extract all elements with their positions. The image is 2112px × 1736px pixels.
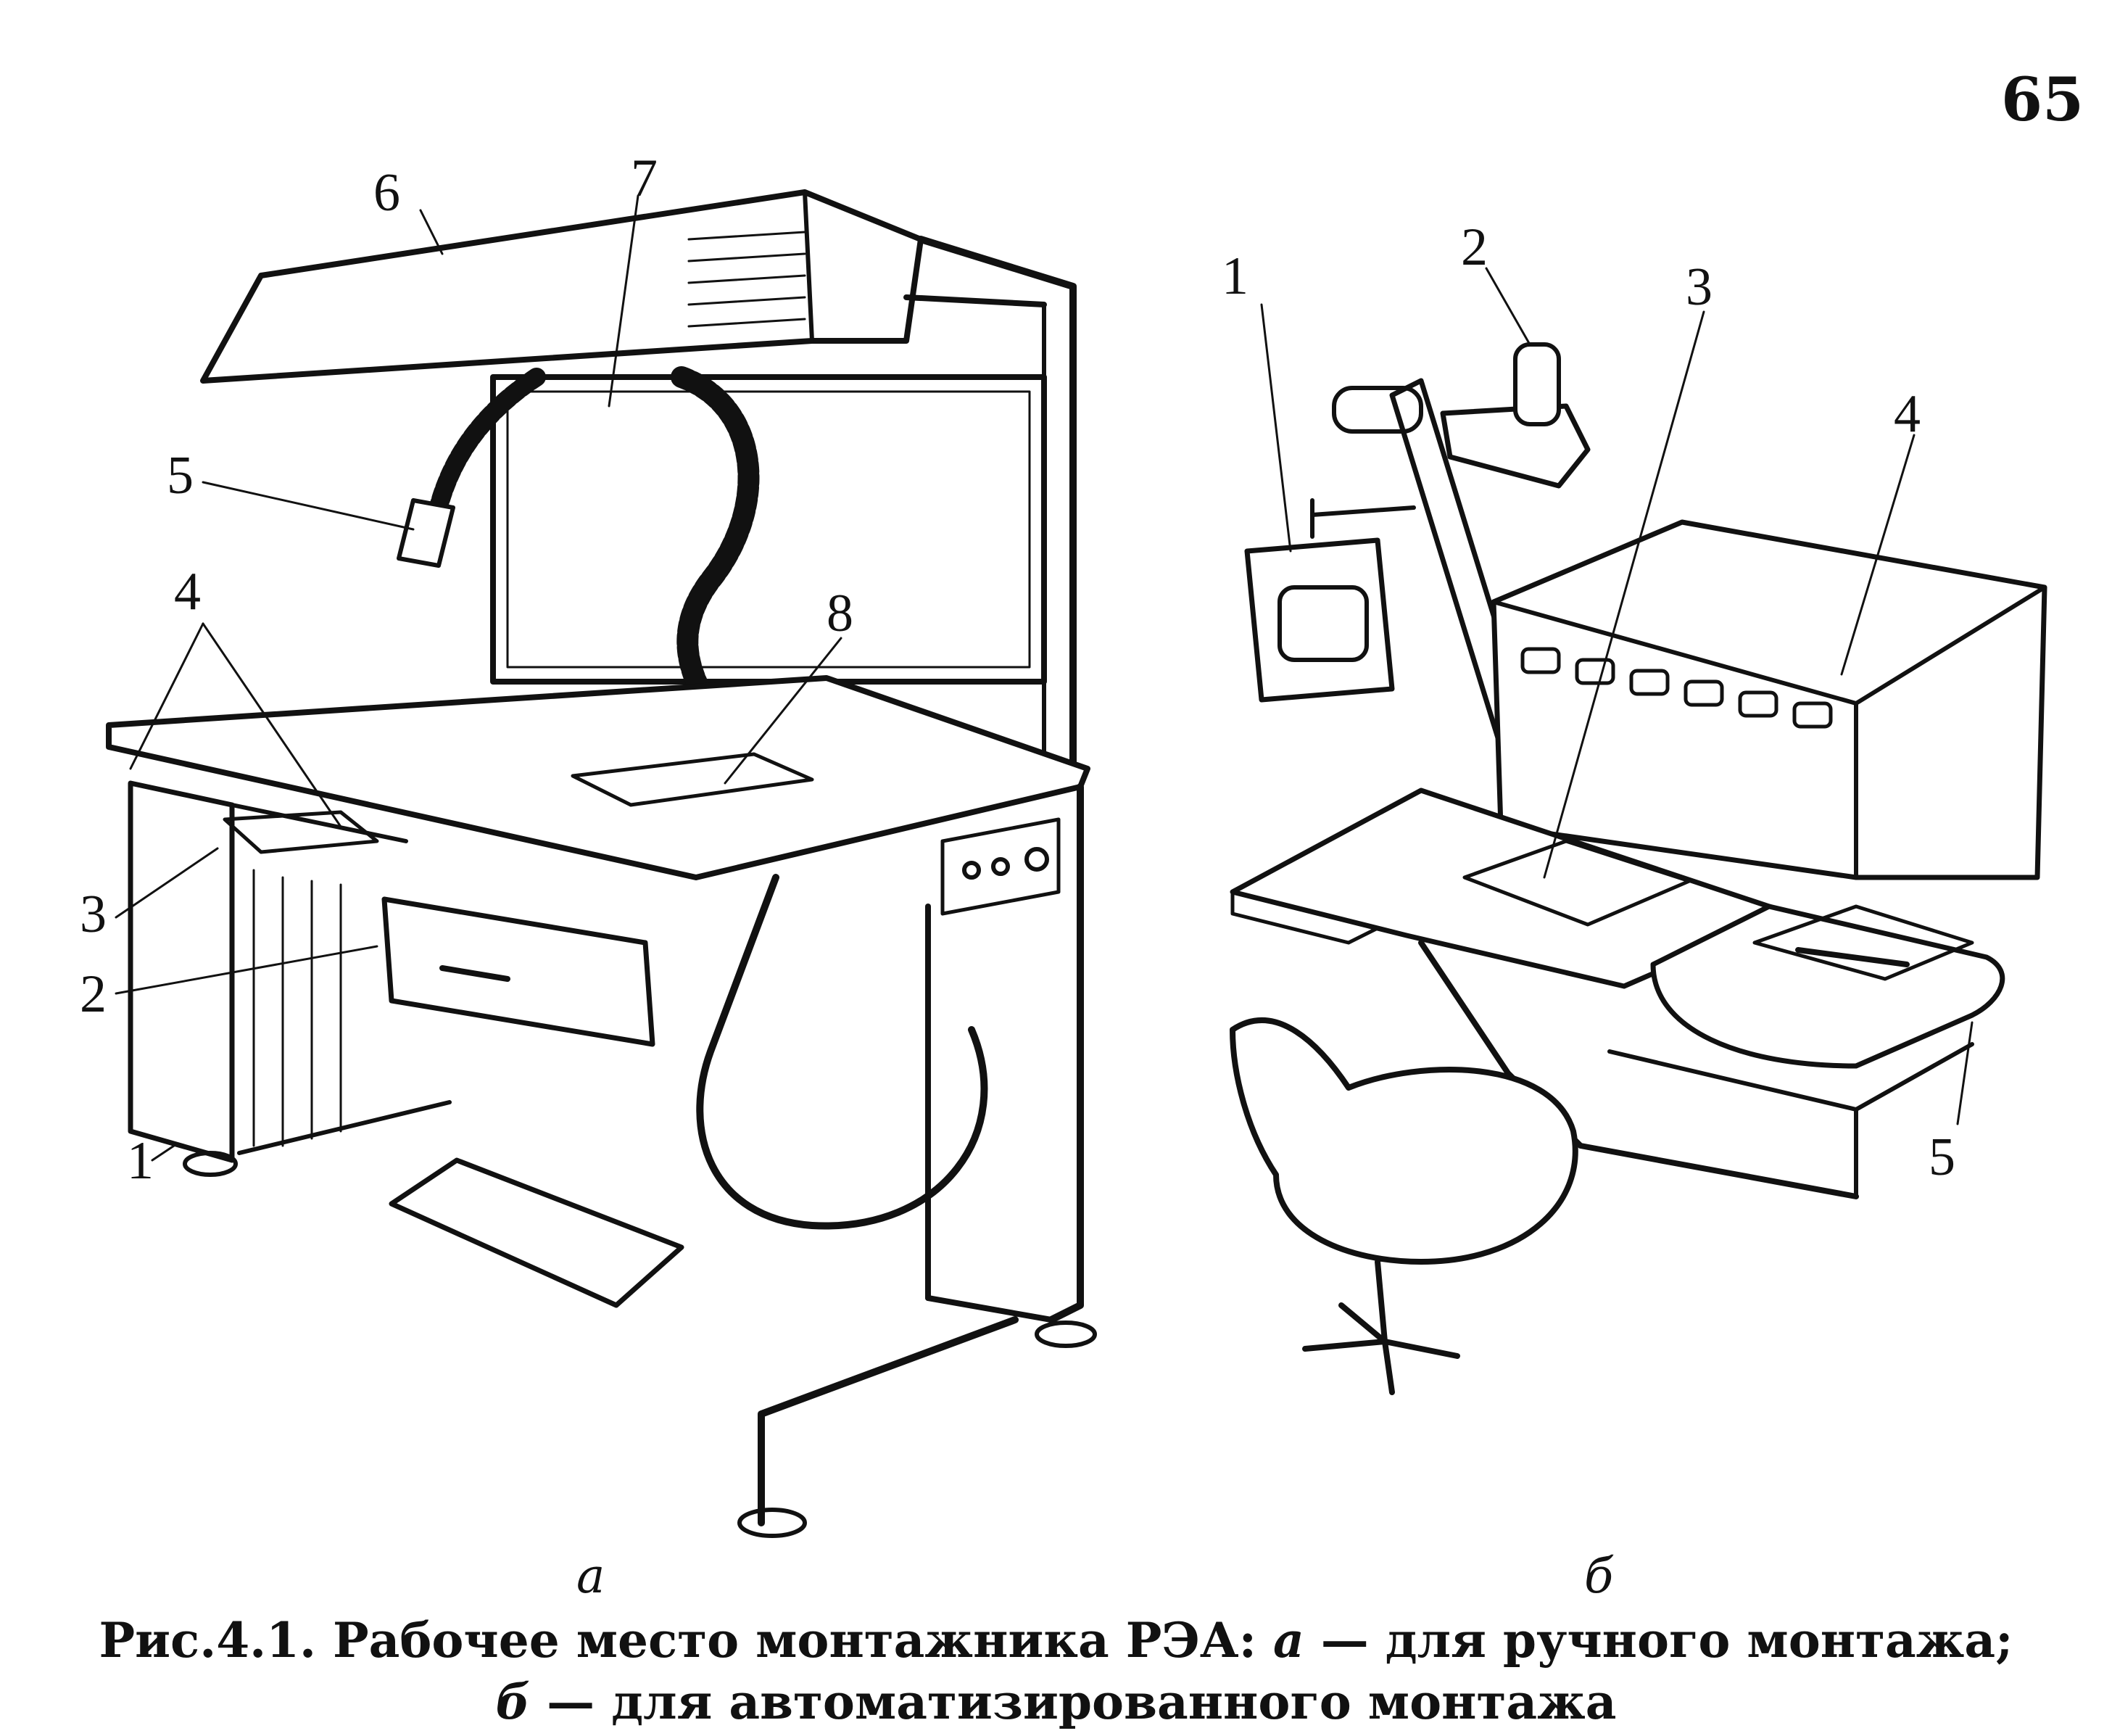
right-control-console — [1650, 904, 2005, 1069]
figure-b-drawing — [1230, 342, 2047, 1395]
left-shelf — [1230, 890, 1380, 945]
pcb-area — [1462, 839, 1691, 927]
table-frame — [1048, 783, 1084, 1323]
callout-a-3: 3 — [80, 885, 107, 944]
figure-caption-line-2: б — для автоматизированного монтажа — [0, 1668, 2112, 1736]
page-number: 65 — [2001, 65, 2084, 135]
drawer — [381, 896, 655, 1047]
figure-a-callouts — [115, 194, 842, 1162]
callout-b-5: 5 — [1929, 1128, 1955, 1187]
work-pad — [571, 752, 814, 807]
soldering-iron-cable — [696, 874, 988, 1230]
callout-a-5: 5 — [167, 446, 194, 505]
callout-a-8: 8 — [827, 584, 853, 643]
lamp-post — [917, 236, 1077, 765]
chair-base — [1302, 1339, 1460, 1359]
control-panel — [940, 817, 1061, 916]
caption-a-marker: а — [1272, 1612, 1304, 1669]
callout-a-2: 2 — [80, 964, 107, 1024]
callout-b-4: 4 — [1894, 384, 1921, 444]
caption-prefix: Рис.4.1. Рабочее место монтажника РЭА: — [99, 1612, 1273, 1669]
caption-b-marker: б — [495, 1674, 531, 1730]
operator-chair — [1230, 1017, 1578, 1265]
tool-tray — [223, 810, 379, 854]
callout-a-7: 7 — [631, 149, 658, 208]
equipment-rack — [1491, 519, 2047, 880]
flexible-hose-5 — [426, 368, 546, 532]
subcaption-b: б — [1584, 1548, 1614, 1604]
figure-b-callouts — [1260, 267, 1974, 1125]
foot-rest — [389, 1157, 684, 1308]
subcaption-a: а — [576, 1548, 605, 1604]
monitor — [1244, 537, 1395, 703]
left-cabinet — [128, 780, 235, 1163]
figure-a-drawing — [106, 189, 1097, 1538]
callout-b-3: 3 — [1686, 257, 1713, 317]
callout-a-4: 4 — [174, 562, 201, 621]
callout-b-2: 2 — [1461, 218, 1488, 277]
caption-b-text: — для автоматизированного монтажа — [530, 1674, 1617, 1730]
callout-a-1: 1 — [127, 1131, 154, 1191]
callout-a-6: 6 — [373, 163, 400, 223]
suction-nozzle — [397, 498, 455, 568]
back-panel — [490, 374, 1047, 685]
lamp-hood — [200, 189, 924, 384]
camera-head — [1440, 403, 1591, 489]
caption-a-text: — для ручного монтажа; — [1304, 1612, 2013, 1669]
flexible-hose-7 — [671, 366, 760, 722]
figure-caption-line-1: Рис.4.1. Рабочее место монтажника РЭА: а… — [0, 1606, 2112, 1674]
callout-b-1: 1 — [1222, 247, 1248, 306]
